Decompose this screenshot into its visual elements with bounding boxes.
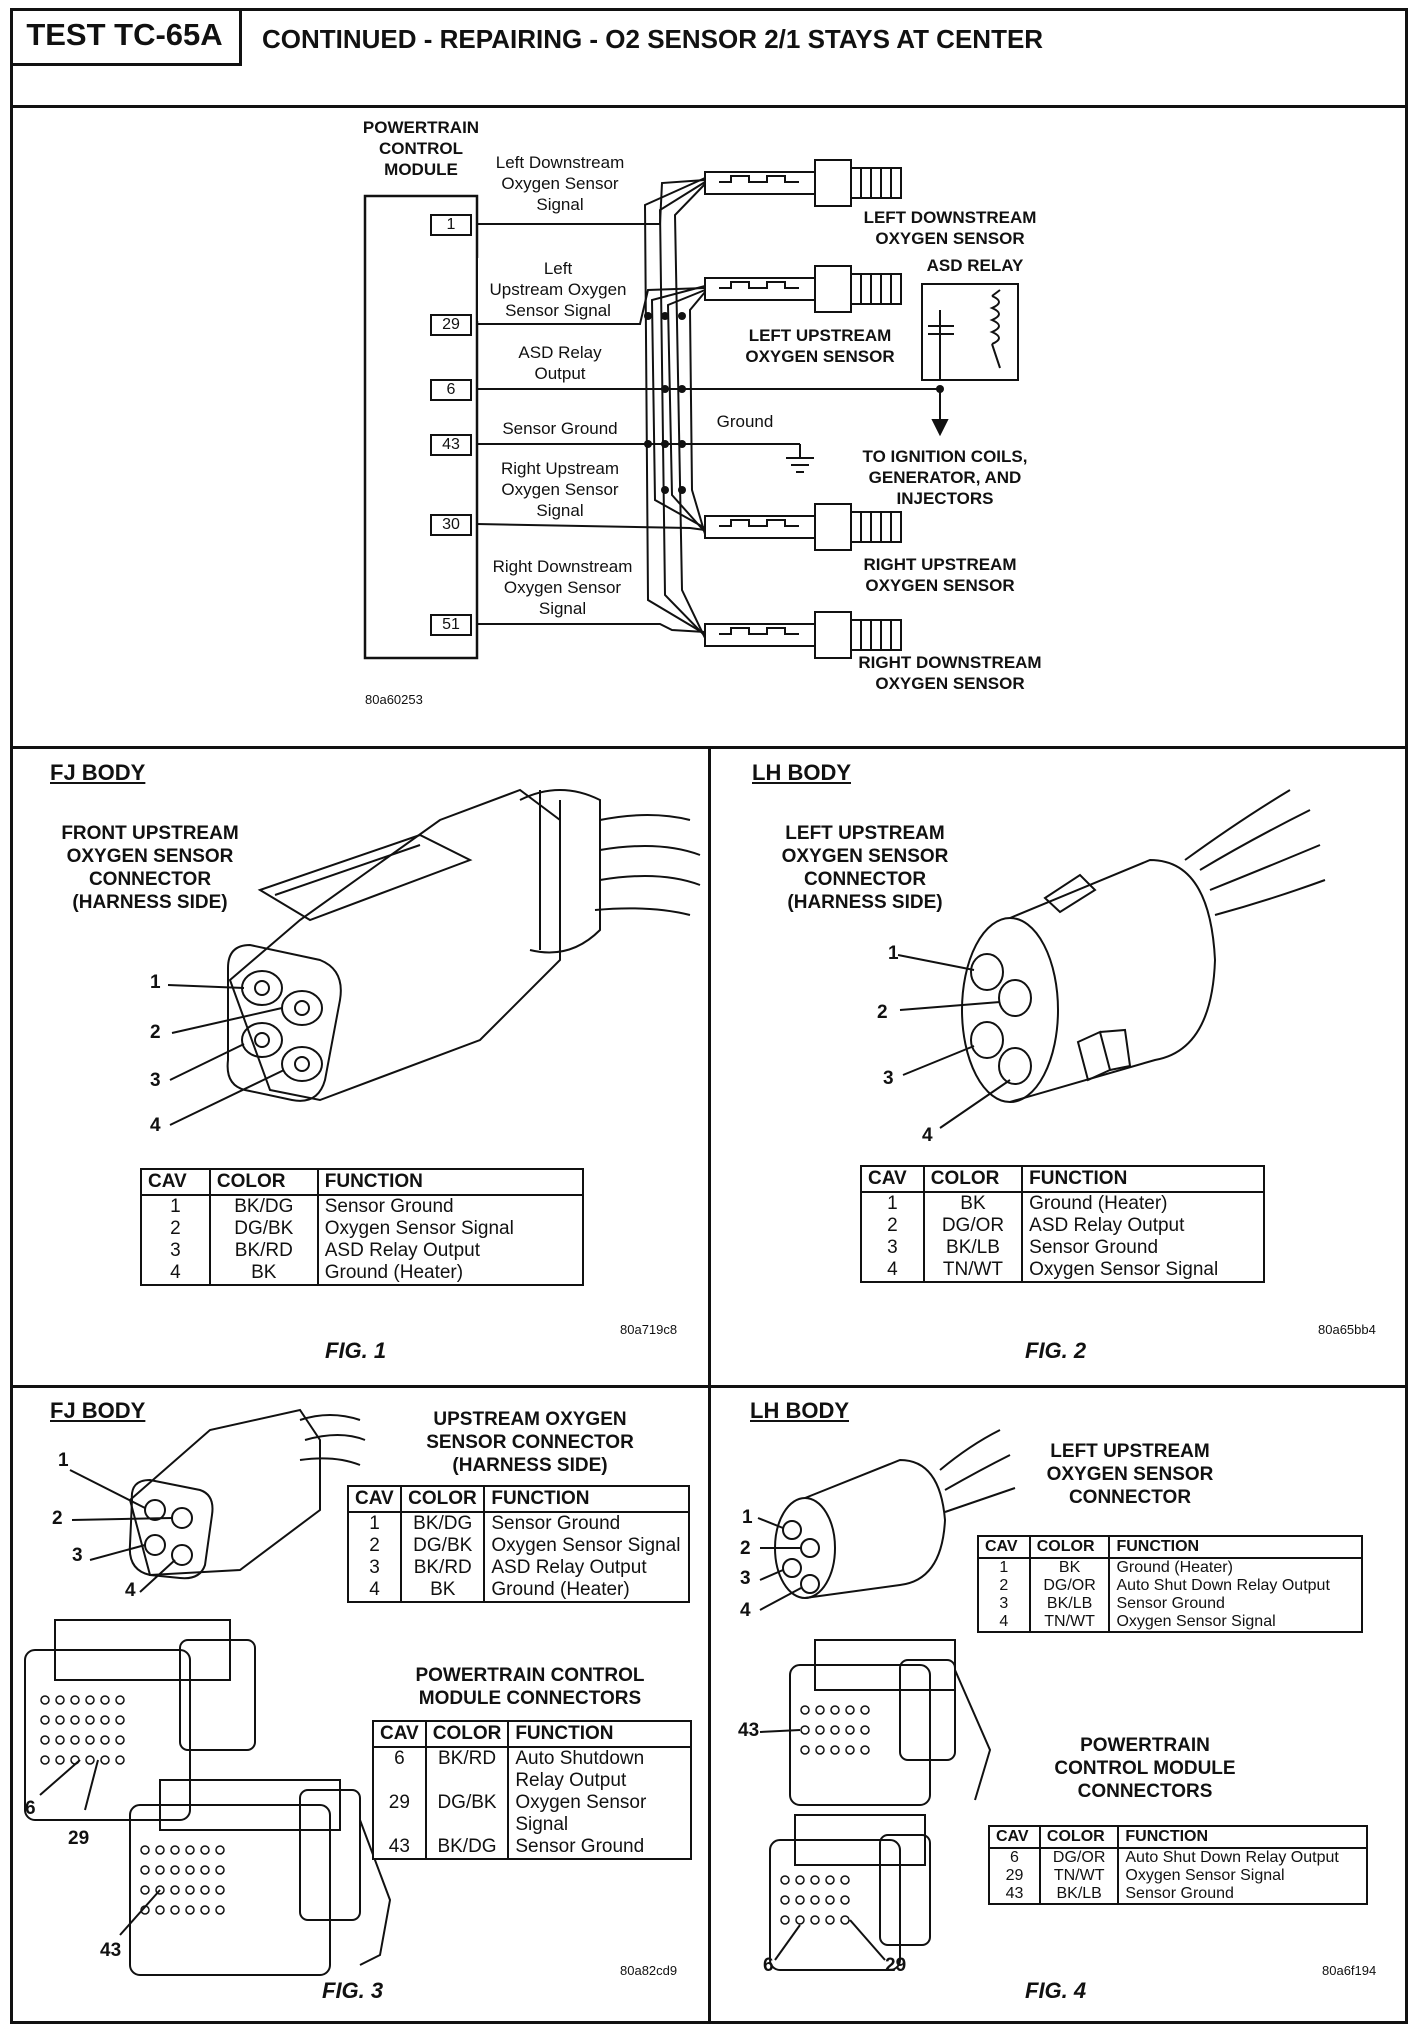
pcm-pin-1: 1: [430, 214, 472, 236]
pcm-pin-30: 30: [430, 514, 472, 536]
fig1-label: FIG. 1: [325, 1338, 387, 1363]
divider-schematic: [10, 746, 1408, 749]
fig3-code: 80a82cd9: [620, 1963, 678, 1978]
fig3-pin-1: 1: [58, 1450, 69, 1471]
fig2-section-title: LH BODY: [752, 760, 851, 785]
header-bar: [10, 8, 1408, 108]
fig4-pin-3: 3: [740, 1568, 751, 1589]
fig4-pin-1: 1: [742, 1507, 753, 1528]
schematic-code: 80a60253: [365, 692, 423, 707]
fig1-pin-3: 3: [150, 1070, 161, 1091]
fig3-pin-4: 4: [125, 1580, 136, 1601]
fig2-connector-drawing: [897, 789, 1326, 1129]
fig4-connector-drawing: [757, 1429, 1016, 1971]
fig3-section-title: FJ BODY: [50, 1398, 146, 1423]
fig2-pin-4: 4: [922, 1125, 933, 1146]
fig3-label: FIG. 3: [322, 1978, 384, 2003]
fig4-section-title: LH BODY: [750, 1398, 849, 1423]
fig3-pcm-pin-6: 6: [25, 1798, 36, 1819]
fig2-code: 80a65bb4: [1318, 1322, 1376, 1337]
ground-label: Ground: [705, 411, 785, 432]
fig4-pcm-pin-29: 29: [885, 1955, 907, 1976]
fig1-code: 80a719c8: [620, 1322, 678, 1337]
fig4-pin-4: 4: [740, 1600, 751, 1621]
fig2-pin-3: 3: [883, 1068, 894, 1089]
fig1-pin-2: 2: [150, 1022, 161, 1043]
fig4-pin-2: 2: [740, 1538, 751, 1559]
fig1-connector-drawing: [167, 788, 701, 1126]
pcm-pin-43: 43: [430, 434, 472, 456]
fig1-pin-4: 4: [150, 1115, 161, 1136]
fig3-pcm-pin-43: 43: [100, 1940, 122, 1961]
pcm-pin-51: 51: [430, 614, 472, 636]
fig1-section-title: FJ BODY: [50, 760, 146, 785]
fig3-pin-3: 3: [72, 1545, 83, 1566]
fig4-pcm-pin-43: 43: [738, 1720, 760, 1741]
test-id: TEST TC-65A: [10, 8, 242, 66]
fig3-pin-2: 2: [52, 1508, 63, 1529]
page-title: CONTINUED - REPAIRING - O2 SENSOR 2/1 ST…: [262, 24, 1044, 54]
pcm-pin-29: 29: [430, 314, 472, 336]
fig3-pcm-pin-29: 29: [68, 1828, 90, 1849]
fig2-pin-2: 2: [877, 1002, 888, 1023]
fig2-pin-1: 1: [888, 943, 899, 964]
fig3-connector-drawing: [24, 1408, 392, 1976]
schematic-wiring: [363, 177, 1019, 660]
asd-relay-label: ASD RELAY: [926, 256, 1024, 275]
fig2-label: FIG. 2: [1025, 1338, 1087, 1363]
wire-label-ground: Sensor Ground: [485, 418, 635, 439]
fig4-pcm-pin-6: 6: [763, 1955, 774, 1976]
fig4-code: 80a6f194: [1322, 1963, 1377, 1978]
pcm-pin-6: 6: [430, 379, 472, 401]
fig4-label: FIG. 4: [1025, 1978, 1087, 2003]
oxygen-sensors: [704, 159, 902, 659]
divider-vertical: [708, 748, 711, 2024]
fig1-pin-1: 1: [150, 972, 161, 993]
